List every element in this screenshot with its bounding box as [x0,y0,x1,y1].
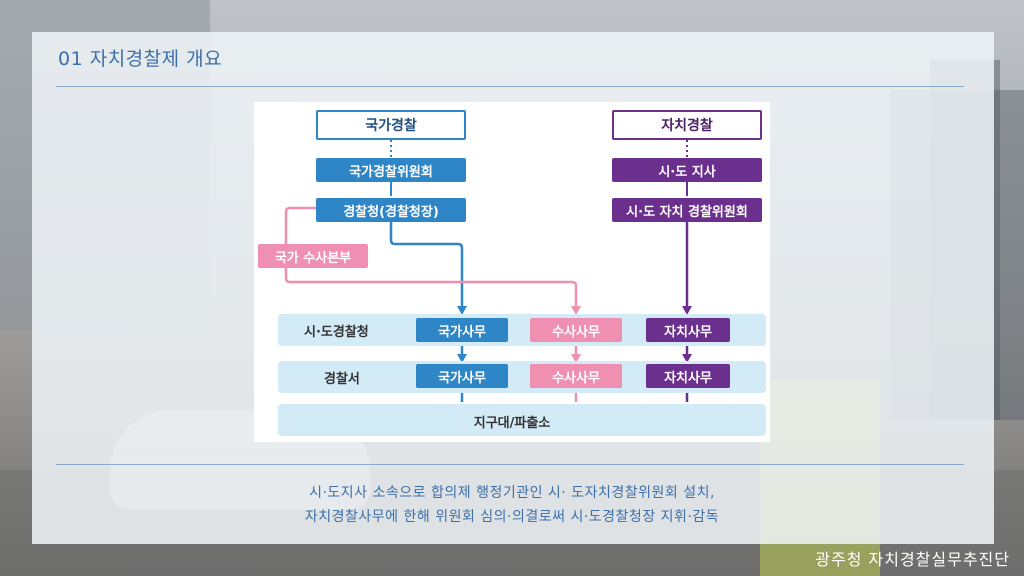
row-label-station: 경찰서 [324,372,360,387]
arrow-local-1 [682,306,692,315]
national-investigation-hq-box: 국가 수사본부 [258,244,368,268]
arrow-local-2 [682,354,692,363]
row-label-substation: 지구대/파출소 [473,416,551,431]
national-police-agency-box: 경찰청(경찰청장) [316,198,466,222]
provincial-local-police-committee-box: 시·도 자치 경찰위원회 [612,198,762,222]
agency-to-national-affairs-line [389,222,464,308]
arrow-investigation-1 [571,306,581,315]
row-label-provincial: 시·도경찰청 [304,325,369,340]
station-investigation-affairs-box: 수사사무 [530,364,622,388]
caption-line-1: 시·도지사 소속으로 합의제 행정기관인 시· 도자치경찰위원회 설치, [309,485,715,501]
caption-divider [56,464,964,465]
arrow-national-2 [457,354,467,363]
title-divider [56,86,964,87]
slide-title: 01 자치경찰제 개요 [58,48,223,70]
station-local-affairs-box: 자치사무 [646,364,730,388]
provincial-local-affairs-box: 자치사무 [646,318,730,342]
provincial-national-affairs-box: 국가사무 [416,318,508,342]
provincial-investigation-affairs-box: 수사사무 [530,318,622,342]
arrow-national-1 [457,306,467,315]
arrow-investigation-2 [571,354,581,363]
police-structure-diagram: 국가경찰 국가경찰위원회 경찰청(경찰청장) 국가 수사본부 자치경찰 시·도 … [254,102,770,442]
caption-line-2: 자치경찰사무에 한해 위원회 심의·의결로써 시·도경찰청장 지휘·감독 [304,509,720,525]
footer-organization: 광주청 자치경찰실무추진단 [815,550,1010,569]
national-police-box: 국가경찰 [316,110,466,140]
station-national-affairs-box: 국가사무 [416,364,508,388]
provincial-governor-box: 시·도 지사 [612,158,762,182]
row-substation [278,404,766,436]
national-police-committee-box: 국가경찰위원회 [316,158,466,182]
local-police-box: 자치경찰 [612,110,762,140]
investigation-line [284,206,578,308]
